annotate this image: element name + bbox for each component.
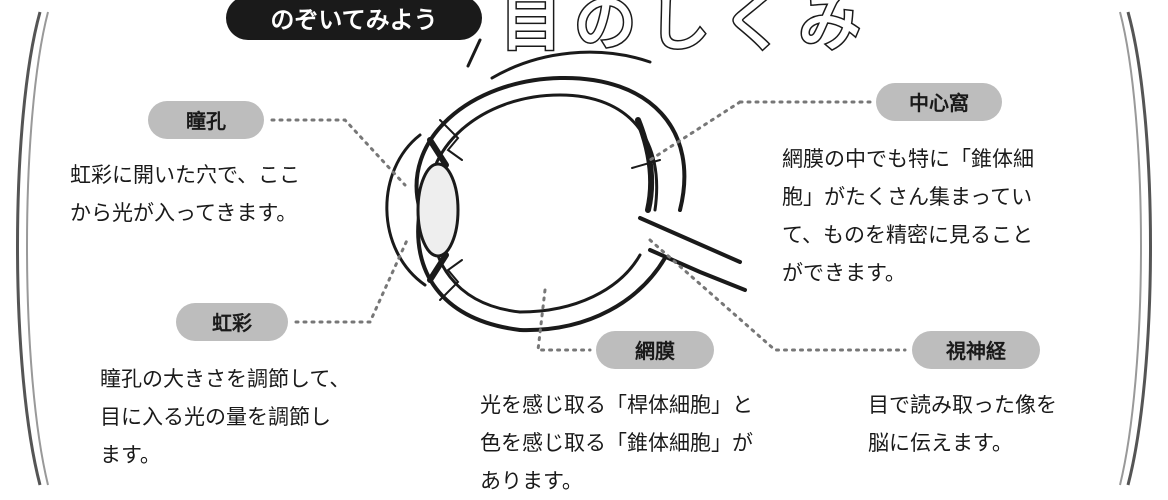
desc-fovea-line: ができます。 — [782, 261, 906, 285]
leader-retina — [536, 288, 592, 352]
right-bracket — [1126, 11, 1152, 486]
label-fovea-text: 中心窩 — [909, 91, 969, 115]
desc-optic-nerve-line: 脳に伝えます。 — [868, 431, 1013, 455]
desc-fovea-line: て、ものを精密に見ること — [782, 223, 1033, 247]
eye-illustration — [385, 38, 747, 333]
leader-pupil — [270, 118, 407, 187]
label-pupil-text: 瞳孔 — [186, 109, 226, 133]
header-tag-text: のぞいてみよう — [270, 6, 437, 34]
label-fovea: 中心窩 — [876, 83, 1002, 121]
header-title: 目のしくみ — [500, 0, 872, 59]
leader-iris — [294, 236, 410, 324]
desc-optic-nerve: 目で読み取った像を 脳に伝えます。 — [868, 386, 1057, 462]
desc-iris-line: ます。 — [100, 443, 161, 467]
label-retina: 網膜 — [596, 331, 714, 369]
desc-iris-line: 瞳孔の大きさを調節して、 — [100, 367, 351, 391]
desc-retina: 光を感じ取る「桿体細胞」と 色を感じ取る「錐体細胞」が あります。 — [480, 386, 753, 500]
desc-optic-nerve-line: 目で読み取った像を — [868, 393, 1057, 417]
desc-fovea-line: 網膜の中でも特に「錐体細 — [782, 147, 1034, 171]
desc-retina-line: 色を感じ取る「錐体細胞」が — [480, 431, 753, 455]
desc-pupil-line: から光が入ってきます。 — [70, 201, 298, 225]
leader-lines — [270, 100, 907, 352]
label-optic-nerve: 視神経 — [912, 331, 1040, 369]
desc-iris-line: 目に入る光の量を調節し — [100, 405, 331, 429]
label-iris: 虹彩 — [176, 303, 288, 341]
header-tag: のぞいてみよう — [226, 0, 482, 40]
desc-fovea: 網膜の中でも特に「錐体細 胞」がたくさん集まってい て、ものを精密に見ること が… — [782, 140, 1034, 292]
desc-iris: 瞳孔の大きさを調節して、 目に入る光の量を調節し ます。 — [100, 360, 350, 474]
desc-fovea-line: 胞」がたくさん集まってい — [782, 185, 1033, 209]
desc-pupil: 虹彩に開いた穴で、ここ から光が入ってきます。 — [70, 156, 300, 232]
label-pupil: 瞳孔 — [148, 101, 264, 139]
label-retina-text: 網膜 — [635, 339, 675, 363]
desc-retina-line: あります。 — [480, 469, 583, 493]
leader-optic-nerve — [648, 238, 907, 352]
desc-retina-line: 光を感じ取る「桿体細胞」と — [480, 393, 753, 417]
desc-pupil-line: 虹彩に開いた穴で、ここ — [70, 163, 301, 187]
left-bracket — [16, 11, 42, 486]
label-iris-text: 虹彩 — [212, 311, 252, 335]
label-optic-nerve-text: 視神経 — [945, 339, 1007, 363]
